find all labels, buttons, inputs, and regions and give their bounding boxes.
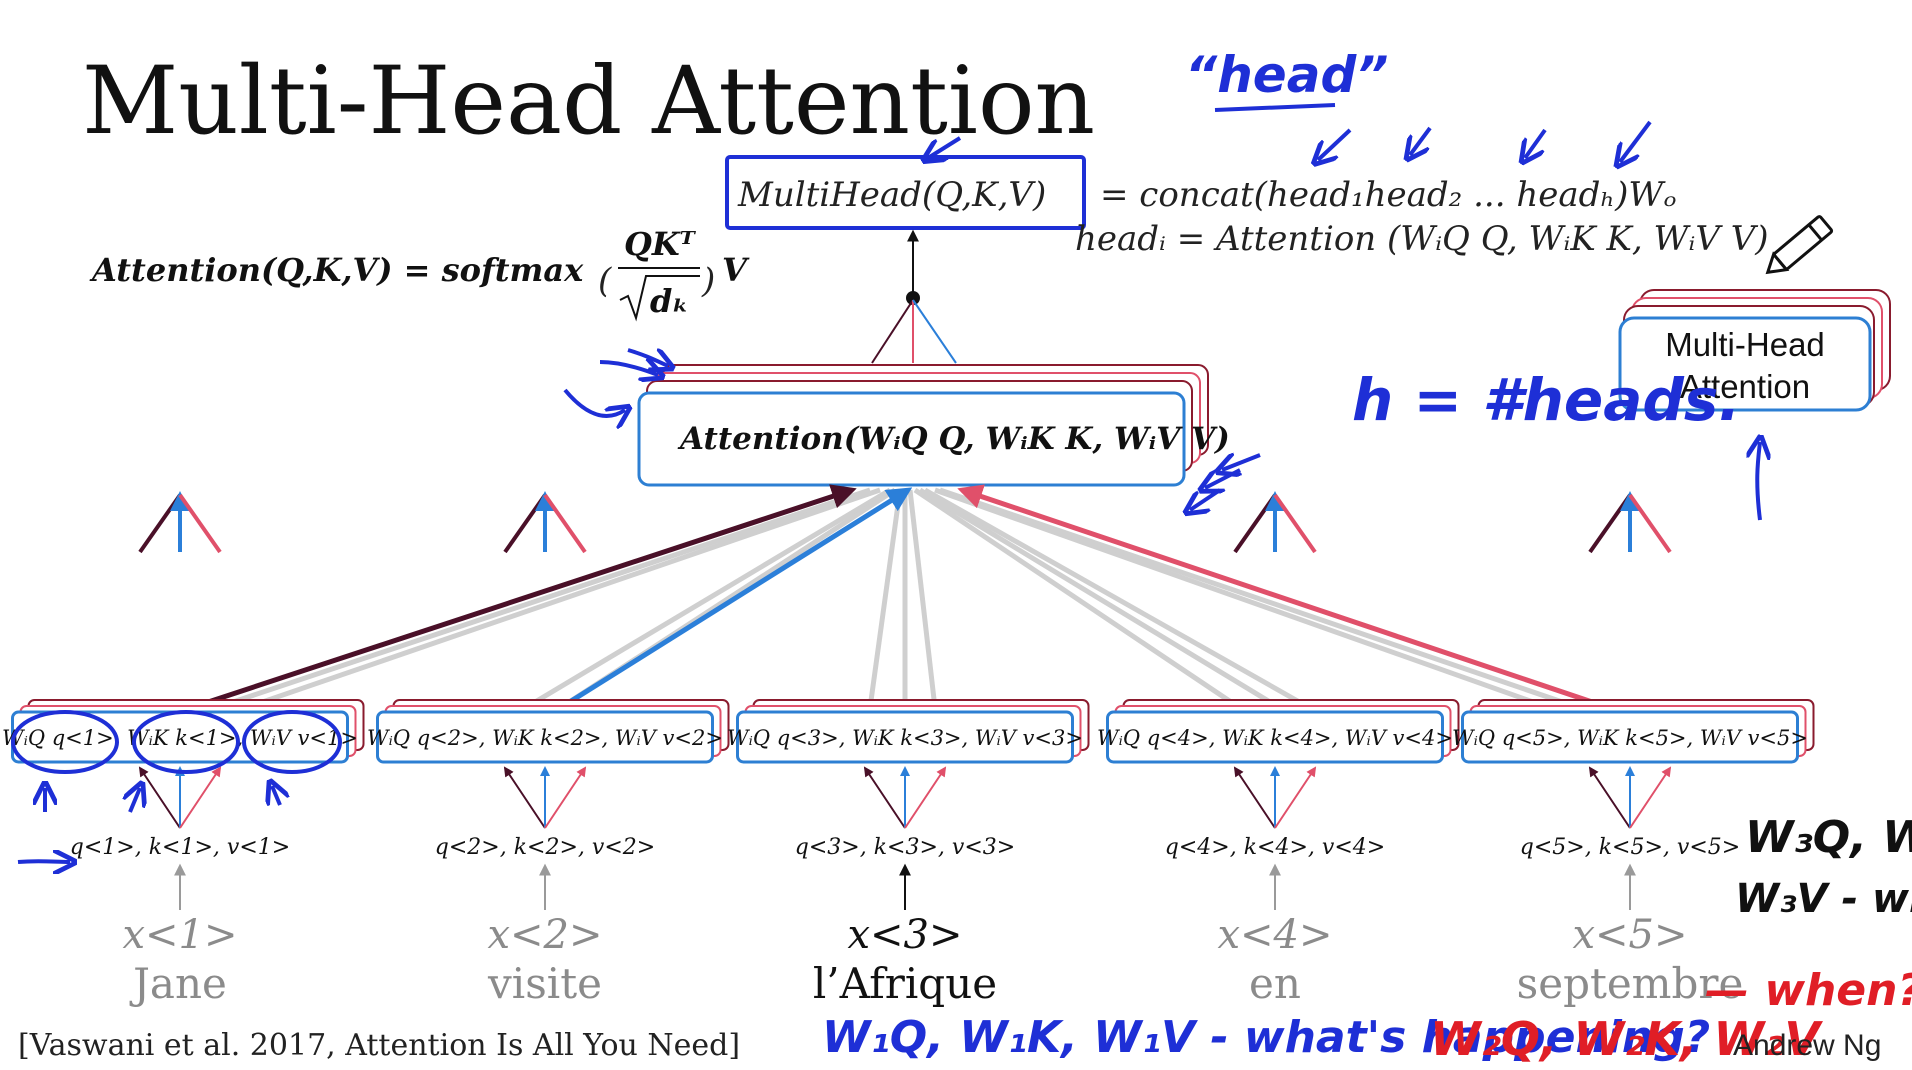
multihead-formula-lhs: MultiHead(Q,K,V)	[737, 175, 1046, 215]
hand-arrows-attention-stack	[563, 350, 1261, 510]
citation: [Vaswani et al. 2017, Attention Is All Y…	[18, 1028, 740, 1063]
tri-arrow-group-5	[1588, 491, 1672, 554]
input-symbol: x<2>	[487, 912, 602, 958]
v-arrow	[179, 766, 222, 829]
sqrt-sign	[619, 275, 700, 322]
input-word: l’Afrique	[813, 959, 997, 1008]
token-column-3: WᵢQ q<3>, WᵢK k<3>, WᵢV v<3> q<3>, k<3>, …	[727, 699, 1090, 1008]
q-arrow	[863, 766, 906, 829]
input-word: septembre	[1517, 959, 1744, 1008]
input-symbol: x<5>	[1572, 912, 1687, 958]
q-arrow	[138, 766, 181, 829]
qkv-label: q<1>, k<1>, v<1>	[70, 835, 290, 860]
token-box-label: WᵢQ q<1>, WᵢK k<1>, WᵢV v<1>	[2, 726, 358, 750]
attention-numerator: QKᵀ	[624, 225, 697, 263]
hand-w1-whats-happening: W₁Q, W₁K, W₁V - what's happening?	[822, 1012, 1710, 1063]
token-columns: WᵢQ q<1>, WᵢK k<1>, WᵢV v<1> q<1>, k<1>, …	[2, 699, 1815, 1008]
tri-arrow-group-2	[503, 491, 587, 554]
paren-close: )	[701, 261, 715, 301]
pencil-icon	[1765, 215, 1834, 275]
q-arrow	[1233, 766, 1276, 829]
hand-w3: W₃Q, W₃K	[1745, 812, 1912, 863]
token-box-label: WᵢQ q<2>, WᵢK k<2>, WᵢV v<2>	[367, 726, 723, 750]
input-symbol: x<4>	[1217, 912, 1332, 958]
v-arrow	[1629, 766, 1672, 829]
page-title: Multi-Head Attention	[82, 47, 1095, 156]
multihead-formula-rhs: = concat(head₁head₂ ... headₕ)Wₒ	[1100, 175, 1676, 215]
attention-box	[637, 391, 1186, 487]
input-word: visite	[487, 959, 602, 1008]
hand-when: — when?	[1705, 965, 1912, 1016]
gray-fan-lines	[214, 487, 1581, 711]
tri-arrow-group-1	[138, 491, 222, 554]
token-box-label: WᵢQ q<5>, WᵢK k<5>, WᵢV v<5>	[1452, 726, 1808, 750]
qkv-label: q<5>, k<5>, v<5>	[1520, 835, 1740, 860]
v-arrow	[544, 766, 587, 829]
paren-open: (	[598, 261, 612, 301]
token-column-4: WᵢQ q<4>, WᵢK k<4>, WᵢV v<4> q<4>, k<4>, …	[1097, 699, 1460, 1008]
mha-box-label-line2: Attention	[1680, 368, 1810, 405]
attention-v: V	[722, 251, 750, 289]
token-box-label: WᵢQ q<3>, WᵢK k<3>, WᵢV v<3>	[727, 726, 1083, 750]
qkv-label: q<4>, k<4>, v<4>	[1165, 835, 1385, 860]
hand-up-arrow-right	[1757, 442, 1760, 521]
token-box	[736, 710, 1074, 764]
attention-denominator: dₖ	[650, 282, 689, 320]
token-column-2: WᵢQ q<2>, WᵢK k<2>, WᵢV v<2> q<2>, k<2>, …	[367, 699, 730, 1008]
hand-head-underline	[1214, 103, 1336, 112]
tri-arrow-group-4	[1233, 491, 1317, 554]
hand-w2: W₂Q, W₂K, W₂V	[1430, 1012, 1823, 1066]
query-line-dark	[189, 484, 857, 711]
token-box-label: WᵢQ q<4>, WᵢK k<4>, WᵢV v<4>	[1097, 726, 1453, 750]
input-word: en	[1249, 959, 1301, 1008]
attention-box-label: Attention(WᵢQ Q, WᵢK K, WᵢV V)	[677, 421, 1230, 457]
multihead-highlight-box	[725, 155, 1086, 230]
hand-w3v-who: W₃V - who?	[1735, 876, 1912, 922]
concat-dark-line	[871, 299, 914, 364]
qkv-label: q<2>, k<2>, v<2>	[435, 835, 655, 860]
hand-h-heads: h = #heads.	[1352, 366, 1740, 434]
token-box	[1106, 710, 1444, 764]
hand-head-arrows	[928, 120, 1652, 162]
hand-arrows-token-1	[17, 786, 280, 862]
concat-blue-line	[912, 299, 957, 364]
attention-definition: Attention(Q,K,V) = softmax	[89, 251, 584, 289]
token-column-5: WᵢQ q<5>, WᵢK k<5>, WᵢV v<5> q<5>, k<5>, …	[1452, 699, 1815, 1008]
author-credit: Andrew Ng	[1733, 1029, 1881, 1062]
q-arrow	[1588, 766, 1631, 829]
hand-circles-token-1	[11, 710, 342, 774]
token-box	[1461, 710, 1799, 764]
mha-box	[1618, 316, 1872, 412]
q-arrow	[503, 766, 546, 829]
key-line-blue	[558, 487, 913, 711]
qkv-label: q<3>, k<3>, v<3>	[795, 835, 1015, 860]
mha-box-label-line1: Multi-Head	[1665, 326, 1825, 363]
input-symbol: x<3>	[847, 912, 962, 958]
head-i-formula: headᵢ = Attention (WᵢQ Q, WᵢK K, WᵢV V)	[1075, 219, 1769, 259]
v-arrow	[904, 766, 947, 829]
value-line-red	[957, 484, 1611, 711]
hand-head-quote: “head”	[1185, 46, 1388, 104]
concat-node	[906, 291, 920, 305]
input-symbol: x<1>	[122, 912, 237, 958]
v-arrow	[1274, 766, 1317, 829]
input-word: Jane	[129, 959, 227, 1008]
token-box	[376, 710, 714, 764]
token-column-1: WᵢQ q<1>, WᵢK k<1>, WᵢV v<1> q<1>, k<1>, …	[2, 699, 365, 1008]
